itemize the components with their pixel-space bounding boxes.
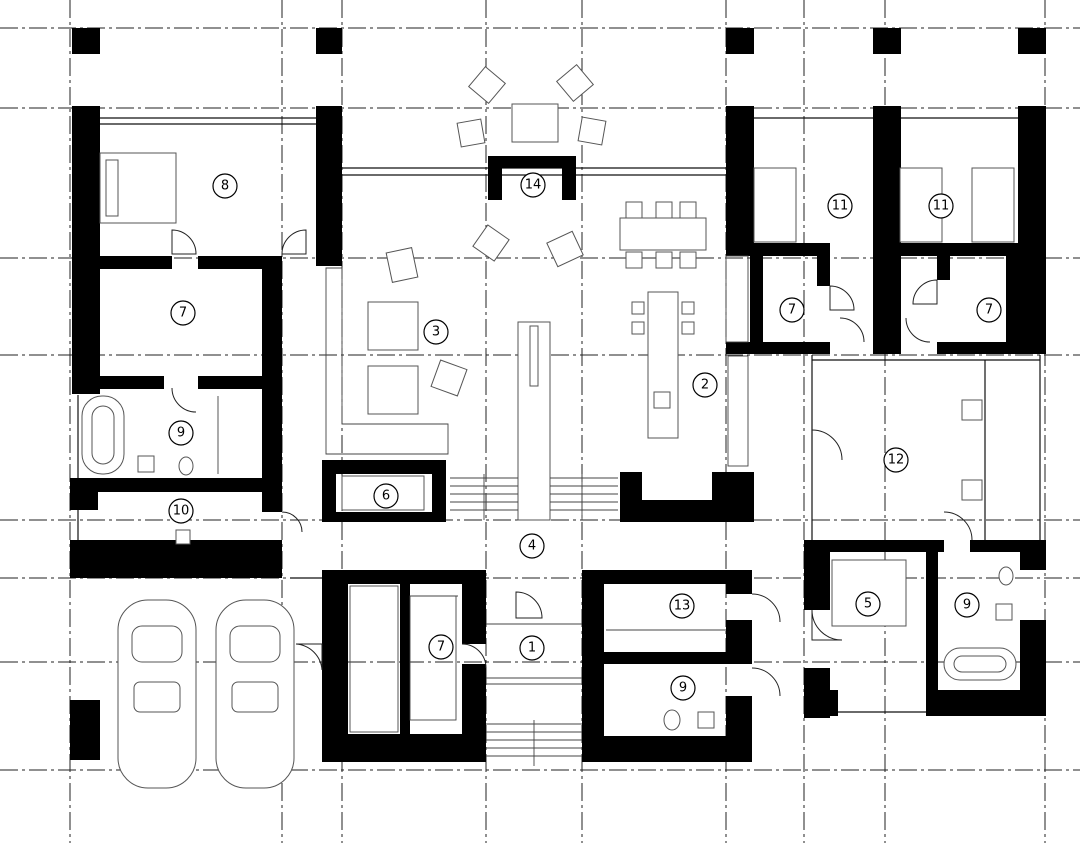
room-number: 9	[679, 681, 687, 696]
room-number: 5	[864, 597, 872, 612]
walls	[70, 28, 1046, 762]
room-number: 3	[432, 325, 440, 340]
room-label-11-a: 11	[827, 193, 853, 219]
room-number: 10	[173, 504, 190, 519]
room-label-3: 3	[423, 319, 449, 345]
room-number: 4	[528, 539, 536, 554]
room-number: 2	[701, 378, 709, 393]
stairs	[450, 474, 618, 766]
room-number: 13	[674, 599, 691, 614]
room-label-7-left: 7	[170, 300, 196, 326]
room-label-9-right: 9	[954, 592, 980, 618]
room-label-7-right-a: 7	[779, 297, 805, 323]
room-number: 9	[963, 598, 971, 613]
room-number: 7	[437, 640, 445, 655]
room-number: 12	[888, 453, 905, 468]
room-label-8: 8	[212, 173, 238, 199]
room-label-10: 10	[168, 498, 194, 524]
room-number: 1	[528, 641, 536, 656]
room-label-9-left: 9	[168, 420, 194, 446]
room-number: 11	[832, 199, 849, 214]
room-label-2: 2	[692, 372, 718, 398]
room-number: 11	[933, 199, 950, 214]
room-label-4: 4	[519, 533, 545, 559]
room-number: 9	[177, 426, 185, 441]
room-label-1: 1	[519, 635, 545, 661]
room-number: 7	[985, 303, 993, 318]
furniture	[81, 63, 1017, 789]
room-number: 8	[221, 179, 229, 194]
room-number: 6	[382, 489, 390, 504]
room-label-9-center: 9	[670, 675, 696, 701]
room-labels: 1 2 3 4 5 6 7 7	[168, 172, 1002, 701]
room-label-7-right-b: 7	[976, 297, 1002, 323]
room-number: 7	[179, 306, 187, 321]
room-label-7-center: 7	[428, 634, 454, 660]
room-label-5: 5	[855, 591, 881, 617]
room-label-11-b: 11	[928, 193, 954, 219]
room-number: 14	[525, 178, 542, 193]
room-label-13: 13	[669, 593, 695, 619]
room-number: 7	[788, 303, 796, 318]
room-label-6: 6	[373, 483, 399, 509]
room-label-14: 14	[520, 172, 546, 198]
doors	[171, 229, 973, 697]
room-label-12: 12	[883, 447, 909, 473]
